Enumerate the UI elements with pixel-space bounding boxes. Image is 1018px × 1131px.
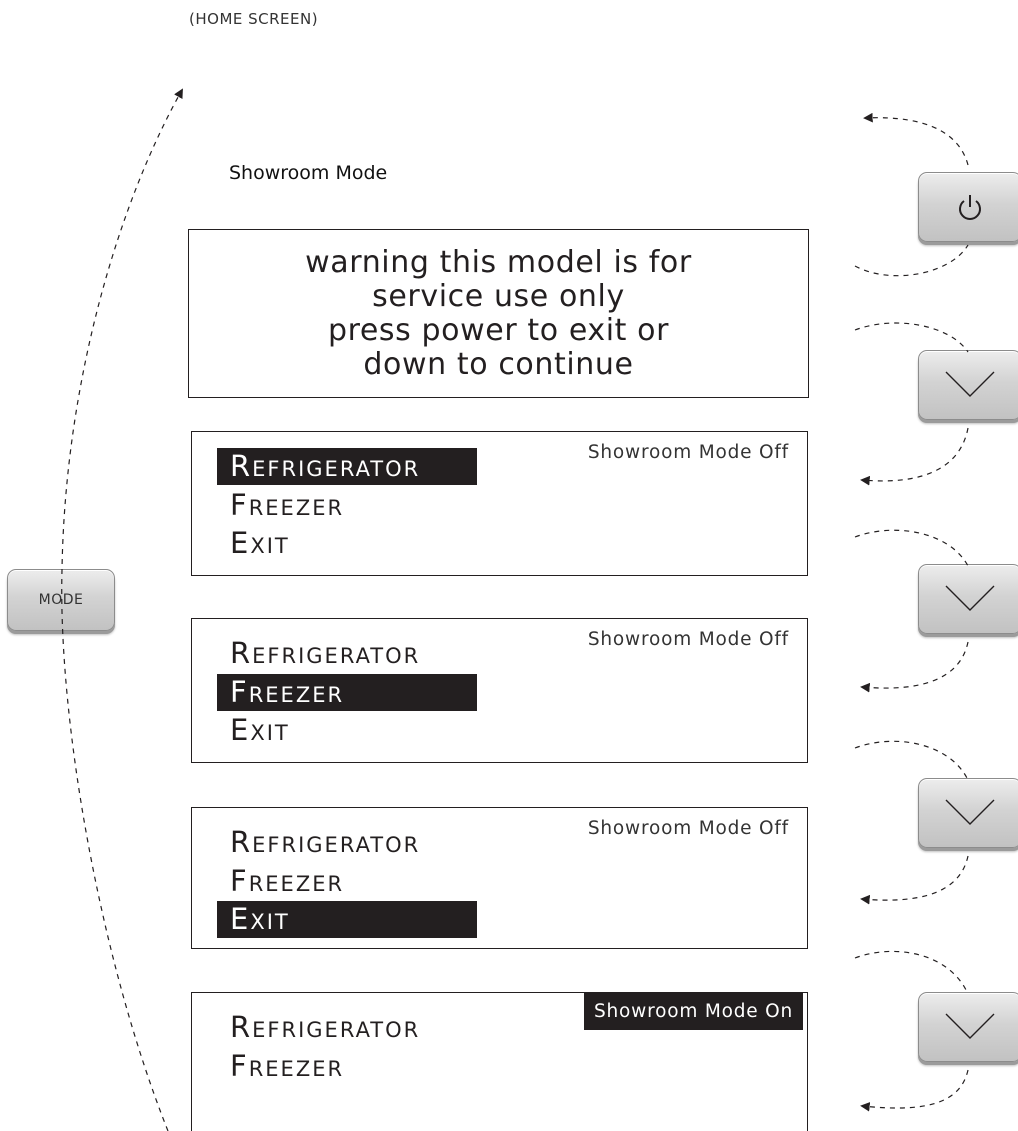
- showroom-status-on: Showroom Mode On: [583, 993, 803, 1030]
- warning-line: warning this model is for: [305, 244, 692, 280]
- menu-screen-freezer-selected: REFRIGERATOR FREEZER EXIT Showroom Mode …: [191, 618, 808, 763]
- power-icon: [955, 192, 985, 222]
- down-out-arrow: [860, 1069, 969, 1112]
- menu-screen-exit-selected: REFRIGERATOR FREEZER EXIT Showroom Mode …: [191, 807, 808, 949]
- power-button[interactable]: [918, 172, 1018, 242]
- down-out-arrow: [860, 855, 969, 905]
- down-button[interactable]: [918, 350, 1018, 420]
- down-button[interactable]: [918, 564, 1018, 634]
- menu-item-refrigerator[interactable]: REFRIGERATOR: [217, 448, 477, 485]
- chevron-down-icon: [940, 368, 1000, 402]
- down-in-arrow: [854, 950, 969, 995]
- down-out-arrow: [860, 641, 969, 693]
- down-out-arrow: [860, 427, 969, 486]
- showroom-status: Showroom Mode Off: [587, 629, 789, 650]
- mode-button[interactable]: MODE: [7, 569, 115, 631]
- menu-screen-showroom-on: REFRIGERATOR FREEZER Showroom Mode On: [191, 992, 808, 1131]
- warning-line: press power to exit or: [327, 312, 670, 348]
- menu-item-freezer[interactable]: FREEZER: [230, 488, 345, 522]
- down-button[interactable]: [918, 778, 1018, 848]
- menu-item-freezer[interactable]: FREEZER: [230, 864, 345, 898]
- warning-line: service use only: [372, 278, 625, 314]
- down-button[interactable]: [918, 992, 1018, 1062]
- menu-item-refrigerator[interactable]: REFRIGERATOR: [230, 1010, 421, 1044]
- down-in-arrow: [854, 529, 969, 567]
- showroom-status: Showroom Mode Off: [587, 818, 789, 839]
- showroom-status: Showroom Mode Off: [587, 442, 789, 463]
- down-in-arrow: [854, 740, 969, 781]
- chevron-down-icon: [940, 1010, 1000, 1044]
- home-screen-label: (HOME SCREEN): [189, 10, 319, 28]
- menu-item-freezer[interactable]: FREEZER: [217, 674, 477, 711]
- warning-line: down to continue: [363, 346, 634, 382]
- chevron-down-icon: [940, 796, 1000, 830]
- menu-item-exit[interactable]: EXIT: [230, 713, 290, 747]
- menu-item-exit[interactable]: EXIT: [217, 901, 477, 938]
- down-in-arrow: [854, 322, 969, 353]
- menu-item-refrigerator[interactable]: REFRIGERATOR: [230, 636, 421, 670]
- menu-item-freezer[interactable]: FREEZER: [230, 1049, 345, 1083]
- menu-item-exit[interactable]: EXIT: [230, 526, 290, 560]
- power-exit-arrow: [863, 112, 969, 166]
- menu-screen-refrigerator-selected: REFRIGERATOR FREEZER EXIT Showroom Mode …: [191, 431, 808, 576]
- power-in-arrow: [854, 244, 969, 277]
- warning-display: warning this model is for service use on…: [188, 229, 809, 398]
- section-title: Showroom Mode: [229, 162, 388, 184]
- menu-item-refrigerator[interactable]: REFRIGERATOR: [230, 825, 421, 859]
- chevron-down-icon: [940, 582, 1000, 616]
